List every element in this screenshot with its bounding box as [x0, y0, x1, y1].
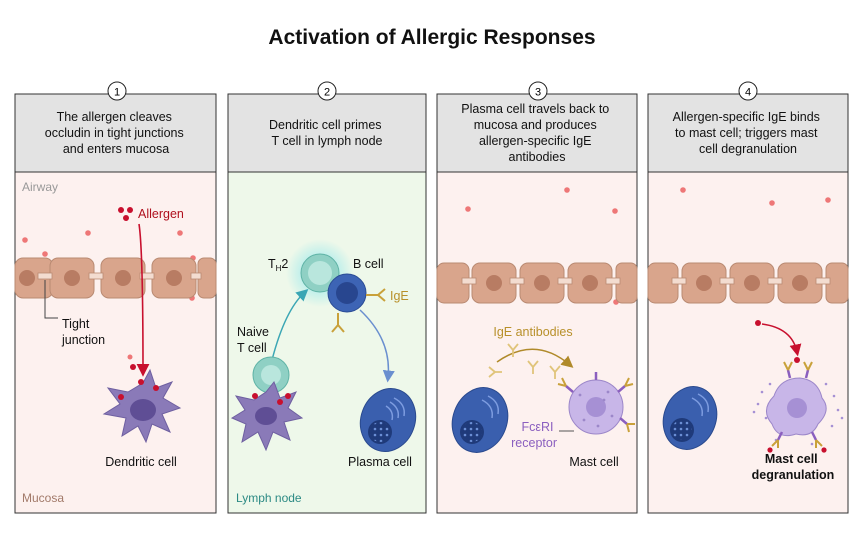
tight-junction	[190, 272, 202, 280]
step-number: 1	[114, 87, 120, 99]
allergen-particle	[564, 187, 570, 193]
allergen-icon	[118, 207, 133, 221]
ige-secretion-arrow	[496, 348, 574, 368]
diagram-title: Activation of Allergic Responses	[268, 26, 596, 49]
panel-4-header-text: Allergen-specific IgE binds to mast cell…	[673, 110, 824, 156]
panel-3: 3 Plasma cell travels back to mucosa and…	[436, 81, 638, 514]
allergen-particle	[755, 320, 761, 326]
step-number: 2	[324, 87, 330, 99]
degranulating-mast-cell	[752, 357, 844, 453]
priming-arrow	[271, 288, 309, 361]
ige-antibody-icon	[488, 343, 561, 379]
differentiation-arrow	[359, 309, 395, 383]
panel-1-header-text: The allergen cleaves occludin in tight j…	[45, 110, 187, 156]
allergen-particle	[177, 230, 183, 236]
panel-4: 4 Allergen-specific IgE binds to mast ce…	[647, 81, 849, 514]
plasma-cell	[359, 388, 417, 452]
allergen-particle	[769, 200, 775, 206]
mast-cell-label: Mast cell	[569, 455, 618, 469]
panel-2-header-bg	[227, 93, 427, 173]
panel-2-header-text: Dendritic cell primes T cell in lymph no…	[269, 118, 385, 148]
plasma-cell	[662, 386, 718, 450]
allergen-particle	[465, 206, 471, 212]
step-number: 3	[535, 87, 541, 99]
step-number: 4	[745, 87, 751, 99]
tight-junction	[88, 272, 104, 280]
ige-label: IgE	[390, 289, 409, 303]
step-3-badge: 3	[528, 81, 548, 101]
step-4-badge: 4	[738, 81, 758, 101]
epithelium-layer	[436, 262, 638, 304]
naive-t-cell-label: Naive T cell	[237, 325, 272, 355]
allergen-particle	[22, 237, 28, 243]
fceri-receptor-label: FcεRI receptor	[511, 420, 557, 450]
mast-cell	[557, 372, 635, 435]
tight-junction	[37, 272, 53, 280]
th2-label: TH2	[268, 257, 288, 273]
panel-2: 2 Dendritic cell primes T cell in lymph …	[227, 81, 427, 514]
allergen-particle	[85, 230, 91, 236]
plasma-cell-label: Plasma cell	[348, 455, 412, 469]
ige-antibodies-label: IgE antibodies	[493, 325, 572, 339]
lymph-node-label: Lymph node	[236, 491, 302, 505]
epithelium-layer	[14, 257, 217, 299]
tight-junction	[139, 272, 155, 280]
plasma-cell	[451, 387, 509, 453]
bound-ige-icon	[557, 377, 635, 433]
allergen-particle	[612, 208, 618, 214]
b-cell-label: B cell	[353, 257, 384, 271]
dendritic-cell-label: Dendritic cell	[105, 455, 177, 469]
epithelium-layer	[647, 262, 849, 304]
fceri-receptor-icon	[565, 372, 628, 425]
allergen-binding-arrow	[761, 323, 802, 357]
panel-4-header-bg	[647, 93, 849, 173]
mucosa-label: Mucosa	[22, 491, 64, 505]
tight-junction-pointer	[44, 280, 58, 319]
allergen-particle	[42, 251, 48, 257]
tight-junction-label: Tight junction	[61, 317, 105, 347]
step-2-badge: 2	[317, 81, 337, 101]
allergen-entry-arrow	[136, 223, 150, 377]
dendritic-cell	[102, 354, 182, 444]
mast-cell-degranulation-label: Mast cell degranulation	[752, 452, 835, 482]
th2-cell	[300, 253, 340, 293]
allergen-particle	[680, 187, 686, 193]
panel-3-header-text: Plasma cell travels back to mucosa and p…	[461, 102, 612, 164]
panel-1-header-bg	[14, 93, 217, 173]
airway-label: Airway	[22, 180, 58, 194]
ige-antibody-icon	[331, 288, 386, 333]
allergen-label: Allergen	[138, 207, 184, 221]
step-1-badge: 1	[107, 81, 127, 101]
b-cell	[327, 273, 367, 313]
panel-1: 1 The allergen cleaves occludin in tight…	[14, 81, 217, 514]
dendritic-cell	[230, 381, 304, 452]
allergen-particle	[825, 197, 831, 203]
panel-3-header-bg	[436, 93, 638, 173]
